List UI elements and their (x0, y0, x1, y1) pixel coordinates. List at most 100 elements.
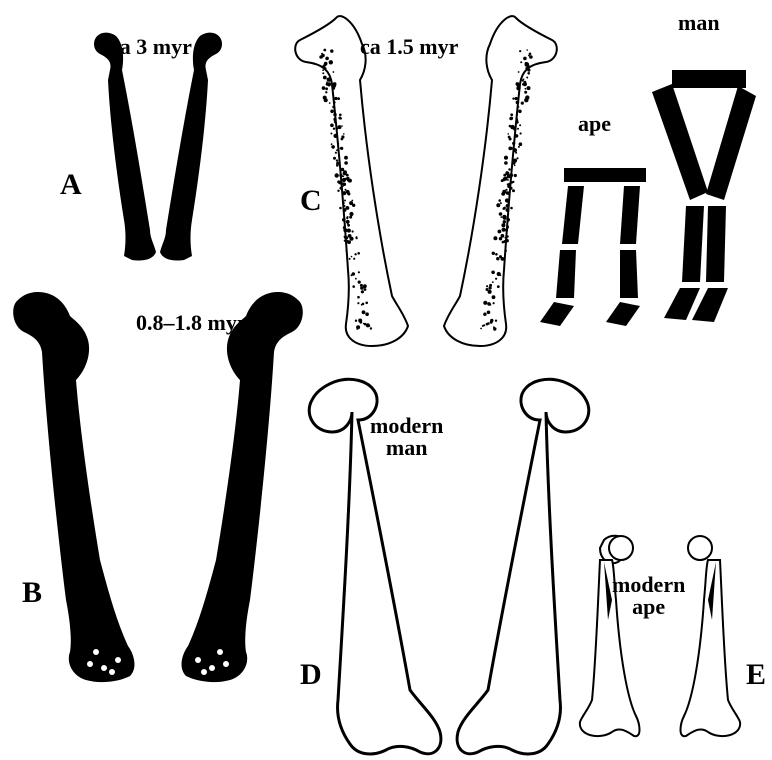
femur-c-right-speckle (527, 72, 530, 75)
femur-c-right-speckle (483, 301, 487, 305)
femur-c-left-speckle (333, 134, 337, 138)
femur-c-left-speckle (347, 224, 350, 227)
femur-c-left-speckle (361, 290, 364, 293)
femur-c-right-speckle (503, 177, 505, 179)
femur-c-right-speckle (498, 230, 502, 234)
femur-b-left-speckle (101, 665, 107, 671)
modern-ape-label-line2: ape (612, 596, 685, 618)
femur-c-right-speckle (517, 128, 519, 130)
femur-c-right-speckle (511, 181, 513, 183)
femur-c-right-speckle (492, 281, 494, 283)
ape-schematic-right-femur (620, 186, 640, 244)
femur-c-right-speckle (501, 257, 505, 261)
femur-c-left-speckle (335, 152, 337, 154)
femur-c-right-speckle (516, 114, 518, 116)
femur-c-left-speckle (325, 87, 328, 90)
femur-c-right-speckle (501, 234, 505, 238)
femur-a-right (160, 33, 222, 261)
femur-c-left-speckle (339, 114, 342, 117)
femur-c-right-speckle (486, 285, 488, 287)
femur-c-right-speckle (516, 82, 520, 86)
femur-c-left-speckle (337, 190, 339, 192)
femur-c-left-speckle (344, 240, 346, 242)
femur-c-left-speckle (360, 286, 364, 290)
femur-c-right-speckle (527, 86, 531, 90)
femur-c-right-speckle (514, 165, 516, 167)
femur-c-right-speckle (515, 152, 517, 154)
femur-c-left-speckle (348, 234, 352, 238)
femur-c-right-speckle (502, 241, 505, 244)
femur-c-left-speckle (341, 125, 343, 127)
femur-c-left-speckle (355, 236, 357, 238)
modern-ape-label-line1: modern (612, 574, 685, 596)
femur-c-right-speckle (492, 252, 495, 255)
femur-c-right-speckle (497, 285, 500, 288)
femur-c-left-speckle (327, 78, 331, 82)
femur-c-left-speckle (353, 258, 355, 260)
femur-c-right-speckle (505, 237, 507, 239)
femur-c-left-speckle (343, 170, 347, 174)
femur-d-right (457, 379, 589, 754)
femur-c-right-speckle (510, 113, 513, 116)
femur-c-right-speckle (509, 138, 512, 141)
femur-c-right-speckle (519, 124, 521, 126)
femur-c-right-speckle (515, 97, 518, 100)
femur-c-right-speckle (506, 204, 510, 208)
femur-c-right-speckle (504, 161, 508, 165)
ape-schematic-right-tibia (620, 250, 638, 298)
femur-c-left-speckle (322, 72, 324, 74)
femur-c-right-speckle (506, 218, 510, 222)
femur-c-left-speckle (323, 96, 327, 100)
femur-c-left-speckle (342, 191, 346, 195)
femur-c-left-speckle (347, 240, 351, 244)
femur-c-left-speckle (338, 181, 342, 185)
femur-c-right-speckle (526, 77, 528, 79)
femur-c-left-speckle (343, 133, 345, 135)
panel-letter-b: B (22, 578, 42, 608)
femur-c-left-speckle (347, 192, 350, 195)
femur-c-right-speckle (518, 71, 520, 73)
femur-c-right-speckle (487, 311, 491, 315)
modern-man-label-line2: man (370, 437, 443, 459)
femur-c-right-speckle (492, 295, 496, 299)
femur-c-right-speckle (496, 257, 499, 260)
femur-c-right-speckle (506, 208, 510, 212)
femur-c-right-speckle (513, 159, 517, 163)
femur-c-right-speckle (502, 215, 506, 219)
femur-c-left-speckle (322, 86, 326, 90)
femur-c-right-speckle (506, 191, 510, 195)
modern-ape-label: modern ape (612, 574, 685, 618)
femur-c-right-speckle (499, 212, 503, 216)
femur-b-left-speckle (93, 649, 99, 655)
femur-c-right-speckle (520, 61, 522, 63)
femur-c-right-speckle (514, 163, 516, 165)
femur-c-left-speckle (365, 312, 369, 316)
femur-c-left-speckle (333, 157, 336, 160)
femur-c-left-speckle (358, 319, 362, 323)
femur-c-right-speckle (497, 272, 501, 276)
femur-c-left-speckle (344, 200, 346, 202)
femur-c-left-speckle (345, 250, 347, 252)
femur-c-right-speckle (495, 320, 497, 322)
femur-c-left-speckle (365, 302, 368, 305)
femur-c-right-speckle (503, 207, 506, 210)
femur-c-left-speckle (339, 207, 342, 210)
femur-c-left-speckle (334, 101, 336, 103)
femur-c-right-speckle (490, 319, 493, 322)
femur-c-right-speckle (493, 326, 495, 328)
femur-c-right-speckle (515, 134, 519, 138)
femur-c-left-speckle (340, 187, 343, 190)
femur-c-right-speckle (527, 69, 530, 72)
femur-c-right-speckle (516, 101, 520, 105)
femur-c-right-speckle (483, 313, 486, 316)
femur-c-left-speckle (330, 110, 334, 114)
femur-c-left-speckle (370, 327, 372, 329)
femur-c-left-speckle (340, 147, 343, 150)
femur-c-left-speckle (323, 76, 327, 80)
femur-c-left-speckle (355, 320, 357, 322)
femur-c-right-speckle (508, 168, 510, 170)
femur-c-right-speckle (480, 328, 482, 330)
femur-c-left-speckle (336, 128, 338, 130)
femur-c-right-speckle (518, 106, 520, 108)
femur-c-left-speckle (334, 120, 336, 122)
